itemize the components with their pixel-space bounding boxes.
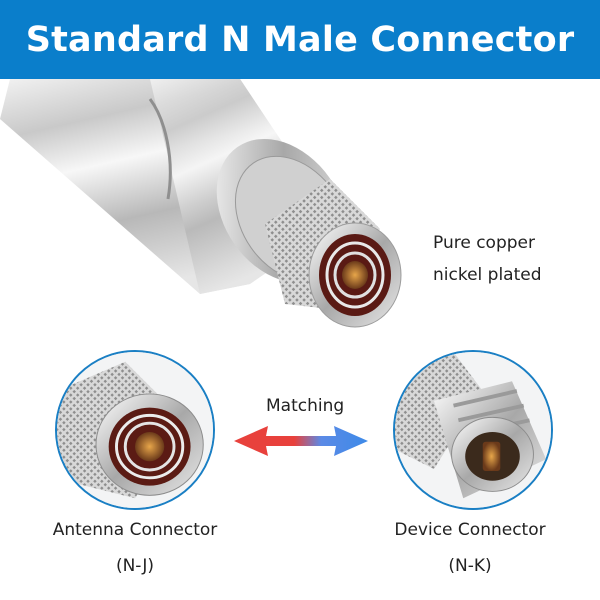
device-connector-inset [393,350,553,510]
antenna-connector-inset [55,350,215,510]
antenna-connector-name: Antenna Connector [52,520,218,540]
n-female-connector-closeup-icon [395,352,551,508]
material-caption: Pure copper nickel plated [433,227,542,291]
matching-label: Matching [266,396,345,416]
device-connector-name: Device Connector [394,520,546,540]
antenna-connector-type: (N-J) [115,556,155,576]
material-caption-line2: nickel plated [433,265,542,285]
n-male-connector-closeup-icon [57,352,213,508]
title-banner: Standard N Male Connector [0,0,600,79]
double-arrow-icon [234,426,368,456]
device-connector-label: Device Connector (N-K) [370,512,570,584]
page-title: Standard N Male Connector [25,19,575,60]
material-caption-line1: Pure copper [433,233,535,253]
device-connector-type: (N-K) [448,556,492,576]
hero-connector-image [0,79,420,339]
antenna-connector-label: Antenna Connector (N-J) [35,512,235,584]
n-male-connector-photo-icon [0,79,402,328]
